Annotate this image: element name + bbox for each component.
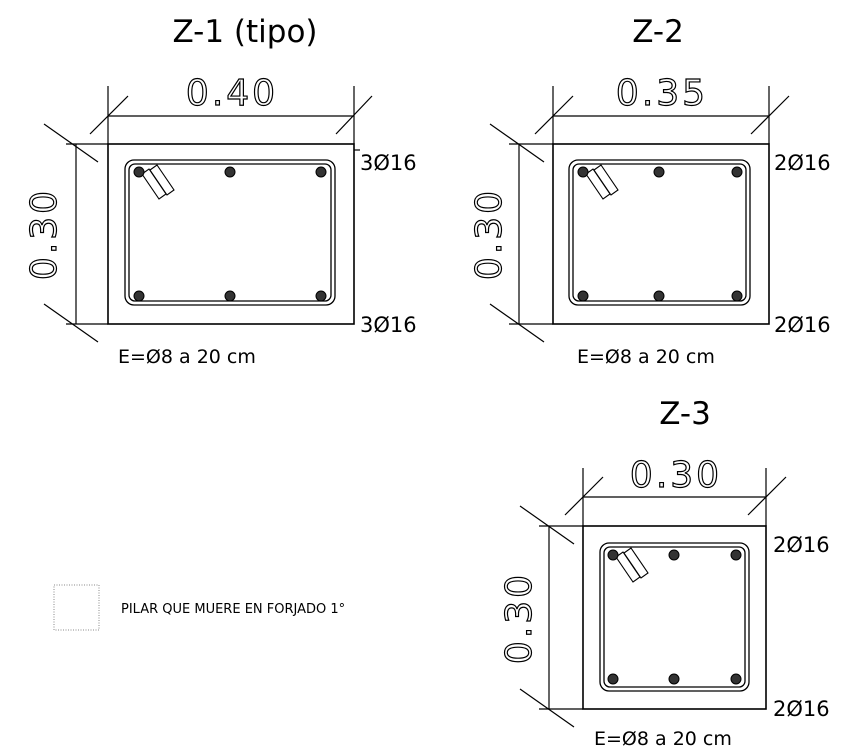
- section-z1-rebar-bottom-right: [315, 290, 327, 302]
- section-z2-title: Z-2: [632, 14, 684, 50]
- section-z2-bottom-bars-label: 2Ø16: [774, 313, 831, 337]
- section-z3-rebar-top-right: [730, 549, 742, 561]
- section-z3-title: Z-3: [659, 396, 711, 432]
- section-z2: Z-2 0.35 0.30 2Ø16 2Ø16 E=Ø8 a 20 cm: [468, 14, 831, 368]
- section-z1-rebar-bottom-left: [133, 290, 145, 302]
- section-z3-rebar-bottom-left: [607, 673, 619, 685]
- section-z3-stirrup: [599, 542, 750, 692]
- section-z2-rebar-top-right: [731, 166, 743, 178]
- section-z3-width-label: 0.30: [630, 455, 722, 496]
- legend-swatch: [53, 584, 100, 631]
- section-z1-rebar-top-mid: [224, 166, 236, 178]
- section-z2-concrete-outline: [552, 143, 770, 325]
- section-z3-bottom-bars-label: 2Ø16: [773, 697, 830, 721]
- section-z2-rebar-bottom-mid: [653, 290, 665, 302]
- section-z1-rebar-bottom-mid: [224, 290, 236, 302]
- section-z1-stirrup-label: E=Ø8 a 20 cm: [118, 346, 256, 368]
- section-z1-top-bars-label: 3Ø16: [360, 151, 417, 175]
- section-z3-rebar-top-left: [607, 549, 619, 561]
- section-z2-stirrup-label: E=Ø8 a 20 cm: [577, 346, 715, 368]
- section-z2-width-label: 0.35: [616, 73, 708, 114]
- section-z3-rebar-bottom-mid: [668, 673, 680, 685]
- section-z2-top-bars-label: 2Ø16: [774, 151, 831, 175]
- section-z3-concrete-outline: [582, 525, 767, 710]
- legend-label: PILAR QUE MUERE EN FORJADO 1°: [121, 602, 345, 617]
- section-z2-rebar-top-mid: [653, 166, 665, 178]
- section-z1-title: Z-1 (tipo): [172, 14, 317, 50]
- section-z3-rebar-bottom-right: [730, 673, 742, 685]
- section-z3-stirrup-label: E=Ø8 a 20 cm: [594, 728, 732, 750]
- section-z3-top-bars-label: 2Ø16: [773, 533, 830, 557]
- section-z1-rebar-top-left: [133, 166, 145, 178]
- section-z2-stirrup: [568, 159, 751, 306]
- section-z2-rebar-bottom-right: [731, 290, 743, 302]
- section-z1-concrete-outline: [107, 143, 355, 325]
- section-z1-rebar-top-right: [315, 166, 327, 178]
- section-z1-width-label: 0.40: [186, 73, 278, 114]
- section-z2-rebar-top-left: [577, 166, 589, 178]
- section-z2-rebar-bottom-left: [577, 290, 589, 302]
- section-z1-stirrup: [124, 159, 336, 306]
- section-z1-height-label: 0.30: [24, 188, 65, 280]
- legend: PILAR QUE MUERE EN FORJADO 1°: [53, 584, 345, 631]
- section-z2-height-label: 0.30: [469, 188, 510, 280]
- section-z3-height-label: 0.30: [499, 572, 540, 664]
- section-z1-bottom-bars-label: 3Ø16: [360, 313, 417, 337]
- section-z1: Z-1 (tipo) 0.40 0.30 3Ø16 3Ø16: [23, 14, 417, 368]
- section-z3: Z-3 0.30 0.30 2Ø16 2Ø16 E=Ø8 a 20 cm: [498, 396, 830, 750]
- section-z3-rebar-top-mid: [668, 549, 680, 561]
